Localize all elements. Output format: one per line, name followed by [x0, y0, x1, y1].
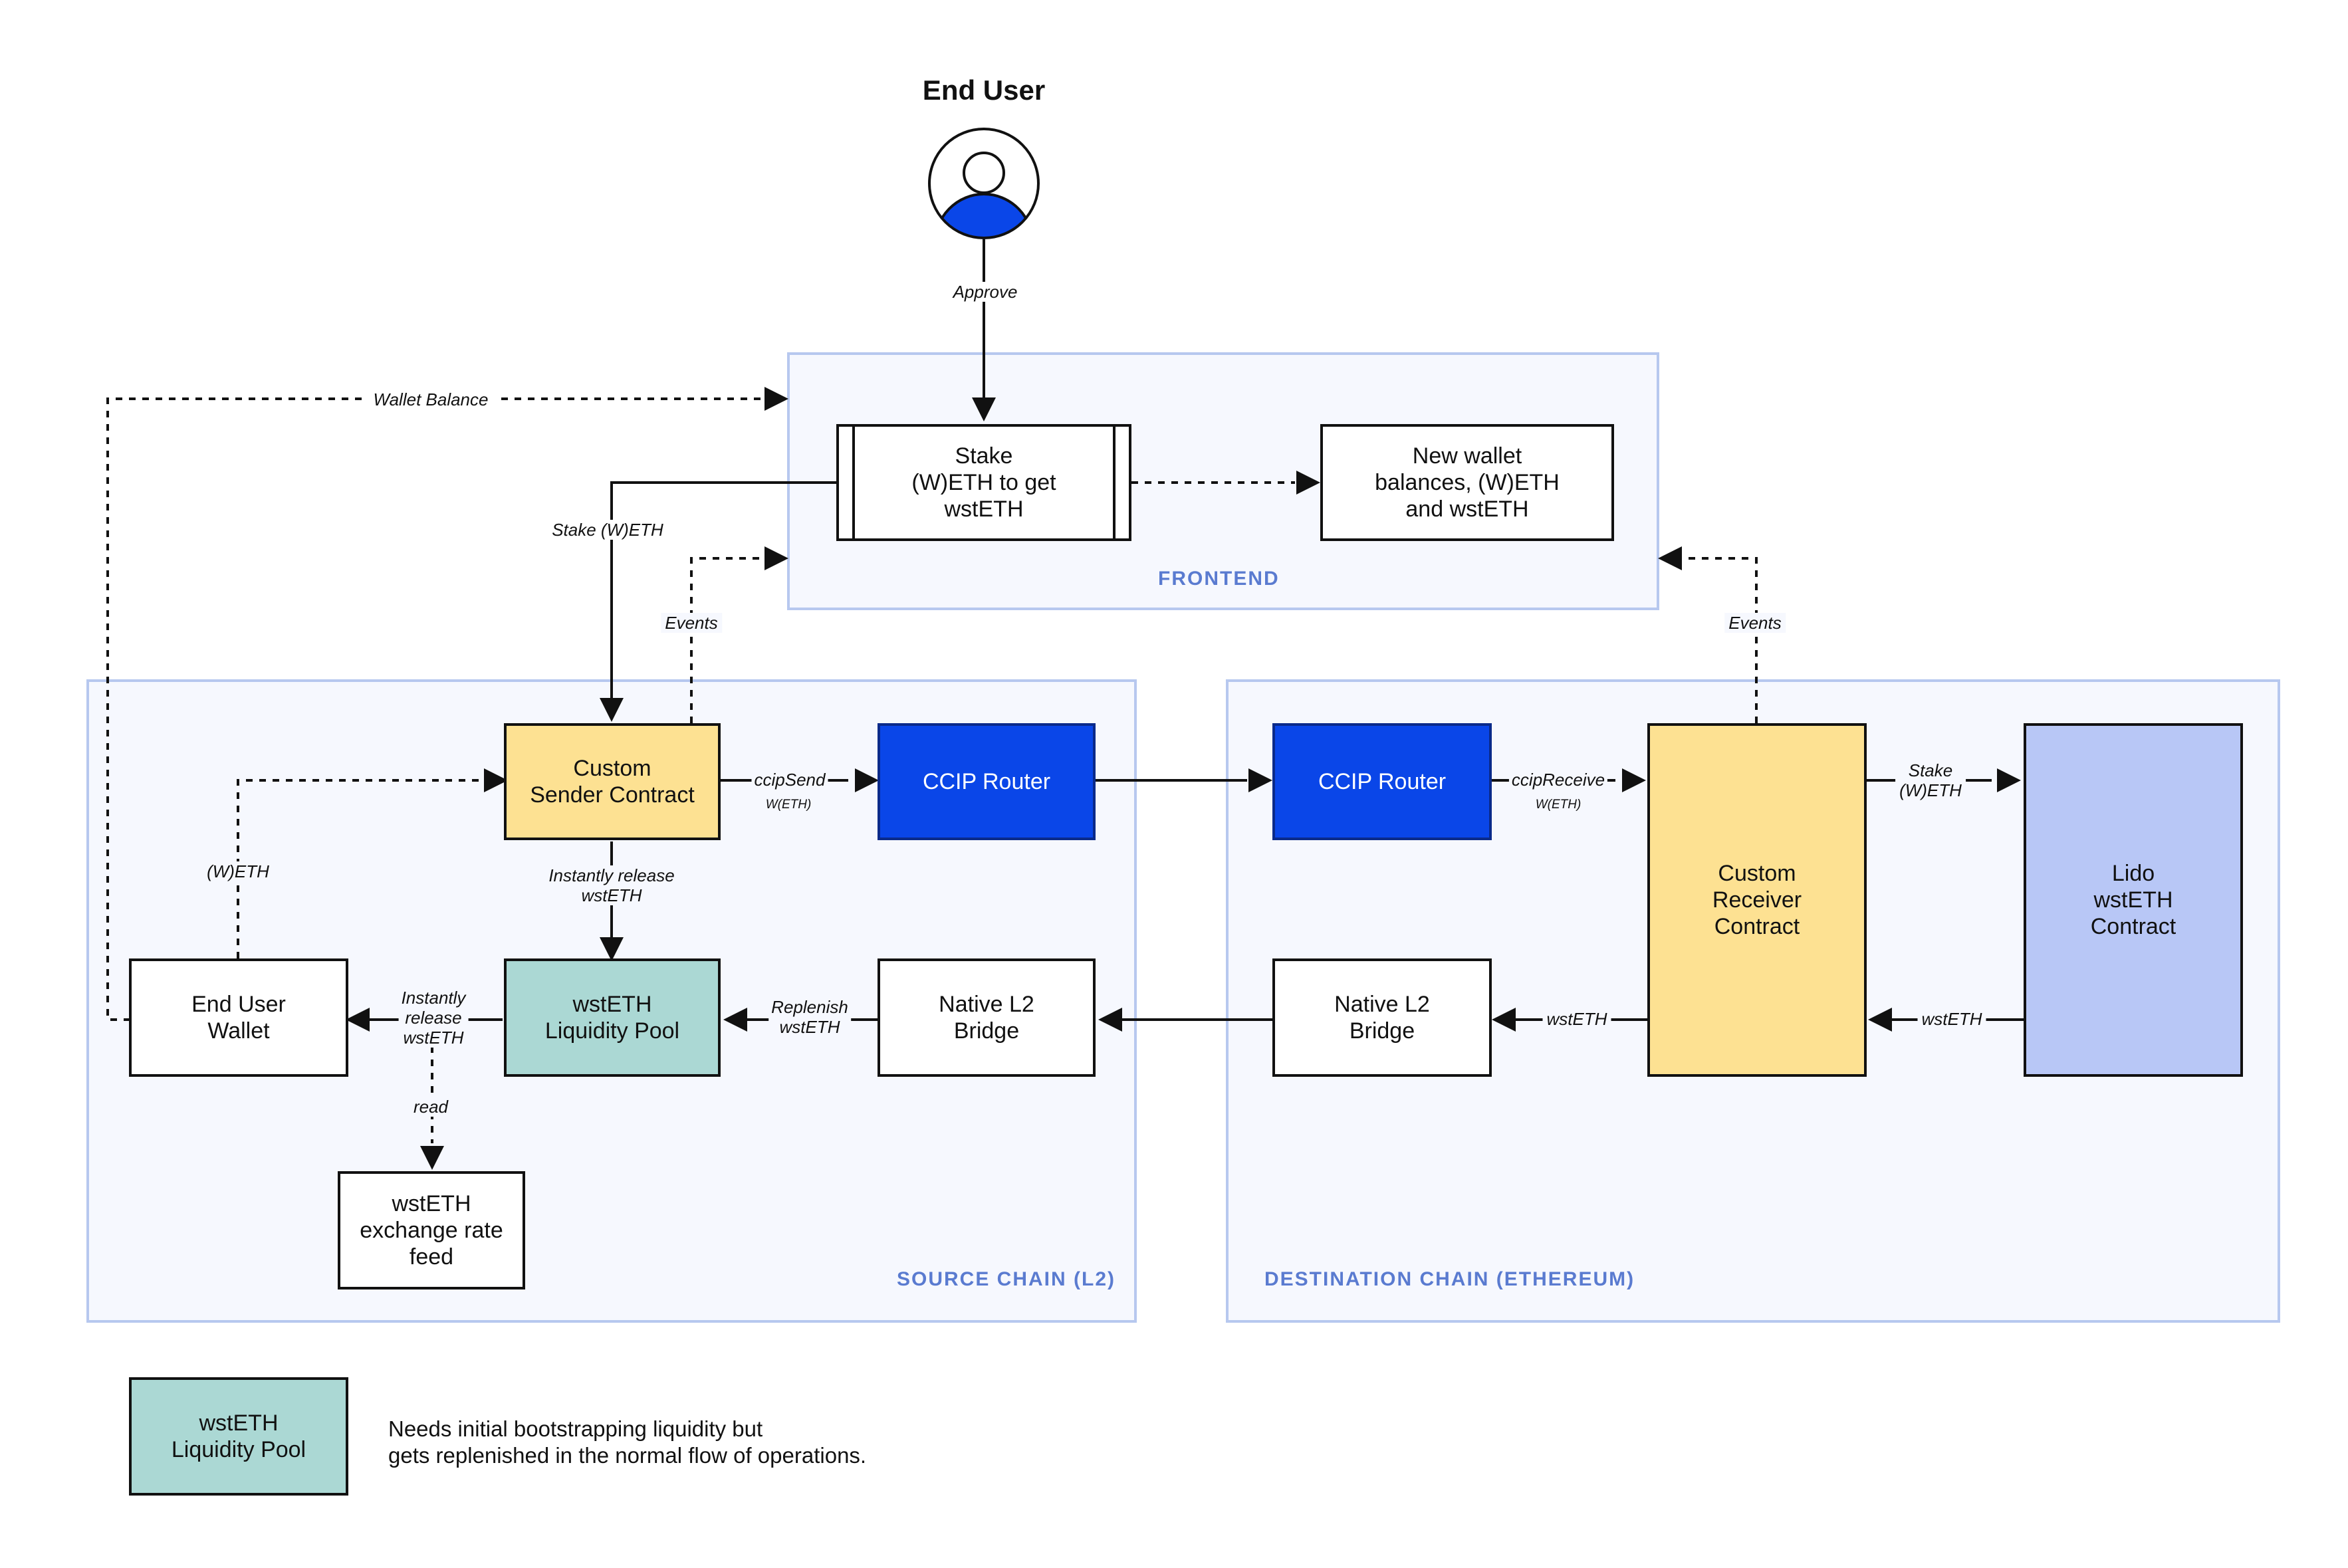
- arrowhead: [1248, 768, 1272, 792]
- edge-events-src: [690, 557, 763, 723]
- arrowhead: [764, 546, 788, 570]
- arrowhead: [346, 1008, 370, 1032]
- arrowhead: [1622, 768, 1646, 792]
- edge-wallet-balance: [106, 397, 763, 1021]
- end-user-wallet-node: End User Wallet: [129, 958, 348, 1077]
- arrowhead: [855, 768, 879, 792]
- wallet-balance-label: Wallet Balance: [365, 390, 497, 409]
- instant-release-pool-label: Instantly release wstETH: [398, 988, 469, 1048]
- legend-description: Needs initial bootstrapping liquidity bu…: [388, 1416, 867, 1468]
- arrowhead: [972, 397, 996, 421]
- events-destination-label: Events: [1724, 613, 1786, 633]
- ccip-router-destination-node: CCIP Router: [1272, 723, 1492, 840]
- native-l2-bridge-destination-node: Native L2 Bridge: [1272, 958, 1492, 1077]
- wsteth-bridge-label: wstETH: [1542, 1009, 1611, 1029]
- native-l2-bridge-source-node: Native L2 Bridge: [878, 958, 1096, 1077]
- edge-events-dst: [1683, 557, 1758, 723]
- events-source-label: Events: [661, 613, 722, 633]
- arrowhead: [1658, 546, 1682, 570]
- wsteth-lido-label: wstETH: [1917, 1009, 1986, 1029]
- arrowhead: [600, 937, 624, 961]
- stake-weth-node: Stake (W)ETH to get wstETH: [836, 424, 1131, 541]
- instant-release-sender-label: Instantly release wstETH: [544, 865, 679, 905]
- page-title: End User: [922, 74, 1046, 106]
- source-chain-label: SOURCE CHAIN (L2): [897, 1268, 1116, 1290]
- edge-stake-weth: [610, 481, 836, 699]
- arrowhead: [723, 1008, 747, 1032]
- arrowhead: [1492, 1008, 1516, 1032]
- stake-weth-label: Stake (W)ETH: [548, 520, 667, 540]
- ccip-router-source-node: CCIP Router: [878, 723, 1096, 840]
- arrowhead: [1997, 768, 2021, 792]
- ccip-send-sublabel: W(ETH): [765, 798, 812, 812]
- replenish-label: Replenish wstETH: [768, 997, 851, 1037]
- ccip-send-label: ccipSend: [751, 770, 828, 790]
- legend-liquidity-pool-swatch: wstETH Liquidity Pool: [129, 1377, 348, 1496]
- ccip-receive-label: ccipReceive: [1508, 770, 1608, 790]
- stake-lido-label: Stake (W)ETH: [1895, 760, 1966, 800]
- frontend-label: FRONTEND: [1158, 568, 1280, 590]
- user-avatar-icon: [928, 128, 1040, 239]
- wsteth-liquidity-pool-node: wstETH Liquidity Pool: [504, 958, 721, 1077]
- weth-wallet-label: (W)ETH: [203, 861, 273, 881]
- ccip-receive-sublabel: W(ETH): [1535, 798, 1582, 812]
- arrowhead: [420, 1146, 444, 1170]
- read-label: read: [410, 1097, 451, 1117]
- new-wallet-balances-node: New wallet balances, (W)ETH and wstETH: [1320, 424, 1614, 541]
- arrowhead: [484, 768, 508, 792]
- custom-receiver-contract-node: Custom Receiver Contract: [1647, 723, 1867, 1077]
- arrowhead: [764, 387, 788, 411]
- approve-label: Approve: [950, 282, 1020, 302]
- arrowhead: [1868, 1008, 1892, 1032]
- arrowhead: [1296, 471, 1320, 495]
- edge-weth-wallet: [237, 779, 483, 958]
- lido-wsteth-contract-node: Lido wstETH Contract: [2024, 723, 2243, 1077]
- wsteth-exchange-rate-feed-node: wstETH exchange rate feed: [338, 1171, 525, 1289]
- custom-sender-contract-node: Custom Sender Contract: [504, 723, 721, 840]
- destination-chain-label: DESTINATION CHAIN (ETHEREUM): [1264, 1268, 1635, 1290]
- arrowhead: [600, 698, 624, 722]
- arrowhead: [1098, 1008, 1122, 1032]
